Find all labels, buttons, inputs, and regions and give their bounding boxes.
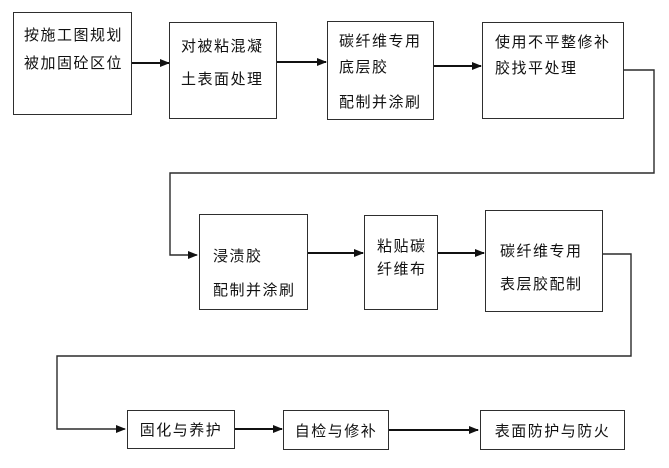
node-text-line: 表层胶配制: [500, 276, 583, 293]
node-impregnating-adhesive-apply: 浸渍胶 配制并涂刷: [199, 214, 308, 310]
node-self-inspection-repair: 自检与修补: [283, 410, 389, 450]
node-text-line: 固化与养护: [139, 422, 223, 439]
node-text-line: 使用不平整修补: [495, 34, 611, 51]
node-text-line: 自检与修补: [294, 422, 378, 440]
node-primer-adhesive-apply: 碳纤维专用 底层胶 配制并涂刷: [327, 21, 434, 120]
node-plan-reinforced-region: 按施工图规划 被加固砼区位: [13, 12, 132, 115]
node-text-line: 底层胶: [339, 59, 389, 76]
node-text-line: 胶找平处理: [495, 60, 578, 77]
node-text-line: 粘贴碳: [377, 238, 427, 255]
node-topcoat-adhesive-prepare: 碳纤维专用 表层胶配制: [485, 210, 603, 312]
node-surface-fire-protection: 表面防护与防火: [480, 410, 625, 450]
node-curing-maintenance: 固化与养护: [127, 410, 235, 449]
node-text-line: 对被粘混凝: [181, 38, 264, 55]
node-text-line: 土表面处理: [181, 71, 264, 88]
node-leveling-repair-adhesive: 使用不平整修补 胶找平处理: [482, 22, 624, 119]
node-text-line: 配制并涂刷: [339, 94, 422, 111]
node-text-line: 配制并涂刷: [213, 282, 296, 299]
node-text-line: 被加固砼区位: [24, 55, 124, 72]
node-text-line: 碳纤维专用: [339, 33, 422, 50]
node-paste-carbon-fiber-cloth: 粘贴碳 纤维布: [364, 215, 438, 310]
node-text-line: 纤维布: [377, 261, 427, 278]
node-text-line: 碳纤维专用: [500, 243, 583, 260]
node-text-line: 浸渍胶: [213, 248, 263, 265]
node-text-line: 按施工图规划: [24, 27, 124, 44]
node-text-line: 表面防护与防火: [494, 422, 611, 440]
node-concrete-surface-treatment: 对被粘混凝 土表面处理: [169, 22, 277, 119]
